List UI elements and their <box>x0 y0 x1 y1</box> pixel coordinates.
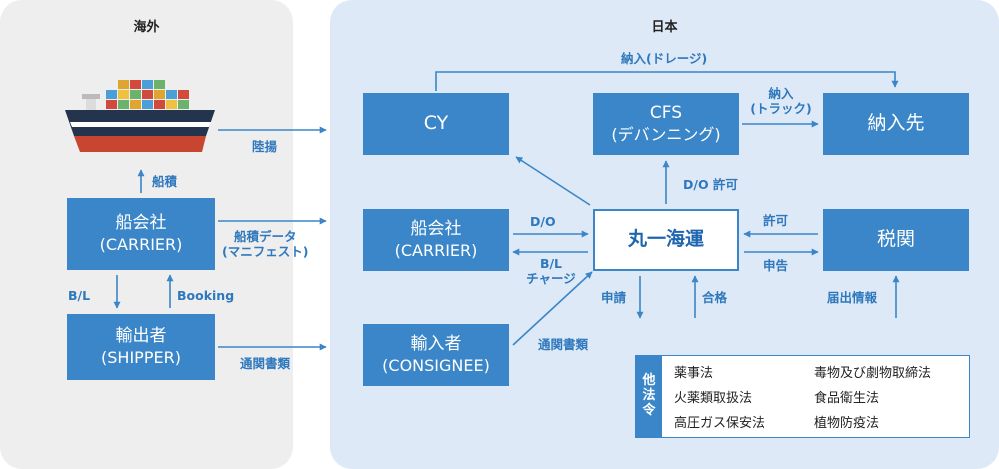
label-bl-right: B/L <box>539 256 563 271</box>
law-item: 薬事法 <box>674 366 714 381</box>
label-pass: 合格 <box>702 290 728 305</box>
shipper-box: 輸出者 (SHIPPER) <box>67 314 215 380</box>
customs-name: 税関 <box>876 228 915 251</box>
label-manifest-line1: 船積データ <box>233 229 297 244</box>
arrow-consignee-to-marunaka <box>512 271 593 346</box>
label-manifest: 船積データ (マニフェスト) <box>222 229 308 259</box>
container-ship-icon <box>65 80 215 152</box>
consignee-name: 輸入者 <box>410 334 462 355</box>
label-notification: 届出情報 <box>827 290 878 305</box>
overseas-carrier-name: 船会社 <box>115 213 167 234</box>
shipper-code: (SHIPPER) <box>101 347 181 367</box>
label-loading: 船積 <box>152 174 178 189</box>
marunaka-name: 丸一海運 <box>627 228 704 251</box>
arrow-drayage <box>435 71 899 91</box>
cfs-box: CFS (デバンニング) <box>593 93 739 155</box>
label-customs-docs-left: 通関書類 <box>240 356 291 371</box>
label-do-permit: D/O 許可 <box>683 177 738 192</box>
arrow-marunaka-to-cy <box>515 156 591 206</box>
customs-box: 税関 <box>823 209 969 271</box>
japan-title: 日本 <box>651 20 678 35</box>
label-permit: 許可 <box>763 213 789 228</box>
label-truck-line1: 納入 <box>768 86 794 101</box>
law-item: 火薬類取扱法 <box>674 391 753 406</box>
other-laws-heading-char3: 令 <box>642 402 656 418</box>
label-declare: 申告 <box>763 258 789 273</box>
cy-name: CY <box>423 112 449 135</box>
overseas-carrier-box: 船会社 (CARRIER) <box>67 198 215 270</box>
other-laws-heading-char2: 法 <box>642 388 656 404</box>
japan-carrier-box: 船会社 (CARRIER) <box>363 209 509 271</box>
label-bl-left: B/L <box>68 288 91 303</box>
consignee-box: 輸入者 (CONSIGNEE) <box>363 324 509 386</box>
label-do: D/O <box>530 214 556 229</box>
other-laws-heading-char1: 他 <box>642 373 656 389</box>
law-item: 高圧ガス保安法 <box>674 416 766 431</box>
label-apply: 申請 <box>601 290 627 305</box>
cy-box: CY <box>363 93 509 155</box>
overseas-title: 海外 <box>133 20 160 35</box>
law-item: 植物防疫法 <box>814 416 880 431</box>
destination-name: 納入先 <box>867 112 925 135</box>
label-charge: チャージ <box>526 271 576 286</box>
label-manifest-line2: (マニフェスト) <box>222 244 309 259</box>
label-drayage: 納入(ドレージ) <box>621 51 708 66</box>
label-truck-line2: (トラック) <box>750 101 812 116</box>
consignee-code: (CONSIGNEE) <box>382 355 490 375</box>
label-truck-delivery: 納入 (トラック) <box>744 86 818 116</box>
law-item: 食品衛生法 <box>814 391 880 406</box>
marunaka-box: 丸一海運 <box>593 209 739 271</box>
label-bl-charge: B/L チャージ <box>522 256 580 286</box>
label-booking: Booking <box>177 288 235 303</box>
other-laws-panel: 他 法 令 薬事法 毒物及び劇物取締法 火薬類取扱法 食品衛生法 高圧ガス保安法… <box>635 355 970 438</box>
label-unloading: 陸揚 <box>252 139 278 154</box>
cfs-name: CFS <box>649 103 683 124</box>
shipper-name: 輸出者 <box>115 326 167 347</box>
law-item: 毒物及び劇物取締法 <box>814 366 932 381</box>
destination-box: 納入先 <box>823 93 969 155</box>
japan-carrier-code: (CARRIER) <box>394 240 478 260</box>
other-laws-heading: 他 法 令 <box>636 356 662 437</box>
overseas-carrier-code: (CARRIER) <box>99 234 183 254</box>
label-customs-docs-right: 通関書類 <box>538 337 589 352</box>
japan-carrier-name: 船会社 <box>410 219 462 240</box>
cfs-subtitle: (デバンニング) <box>611 124 721 144</box>
